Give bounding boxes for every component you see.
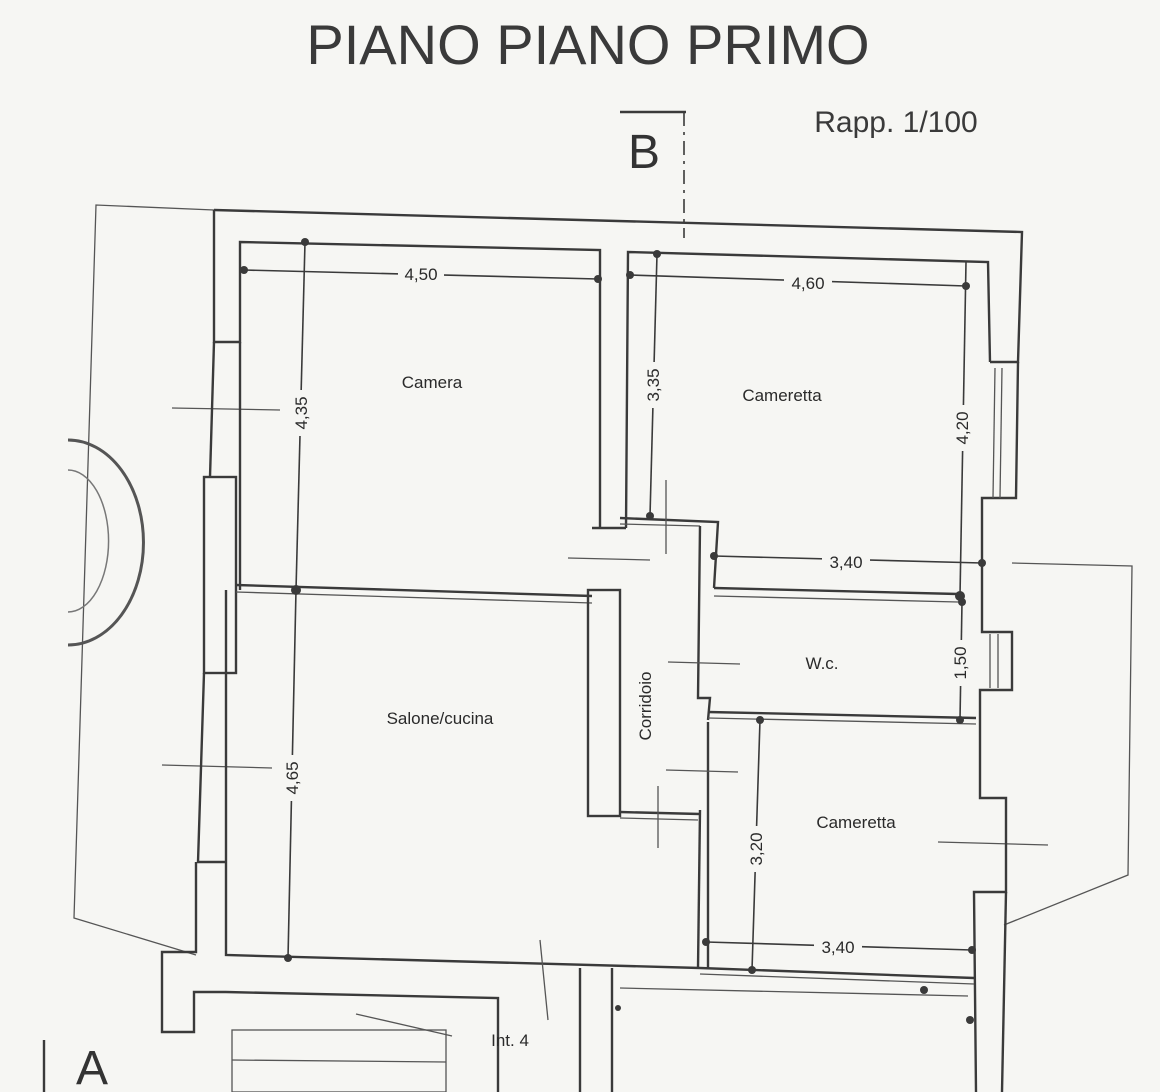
unit-int-4-label: Int. 4 [491,1031,529,1050]
room-salone-label: Salone/cucina [387,709,494,728]
room-cameretta-bottom-label: Cameretta [816,813,896,832]
section-marker-a: A [42,1040,108,1092]
stamp-seal [67,438,145,647]
room-camera-label: Camera [402,373,463,392]
left-terrace [73,204,281,956]
dim-cameretta-top-side: 4,20 [953,411,972,444]
interior-walls [225,516,977,1092]
dim-salone-depth: 4,65 [283,761,302,794]
dim-camera-width: 4,50 [404,265,437,284]
dimension-lines: 4,50 4,35 4,65 4,60 3,35 4,20 3,40 1 [240,238,986,1024]
room-corridoio-label: Corridoio [636,672,655,741]
plan-title: PIANO PIANO PRIMO [306,13,869,76]
dim-cameretta-bottom-depth: 3,20 [747,832,766,865]
dim-cameretta-bottom-width: 3,40 [821,938,854,957]
right-balcony [937,562,1133,926]
room-wc-label: W.c. [805,654,838,673]
scale-label: Rapp. 1/100 [814,106,977,139]
door-markers [567,480,741,848]
dim-cameretta-top-depth: 3,35 [644,368,663,401]
dim-wc-width: 3,40 [829,553,862,572]
section-a-label: A [76,1042,108,1092]
dim-wc-depth: 1,50 [951,646,970,679]
room-cameretta-top-label: Cameretta [742,386,822,405]
outer-walls [160,208,1024,1092]
section-b-label: B [628,126,660,179]
dim-cameretta-top-width: 4,60 [791,274,824,293]
dim-camera-depth: 4,35 [292,396,311,429]
section-marker-b: B [620,110,686,238]
